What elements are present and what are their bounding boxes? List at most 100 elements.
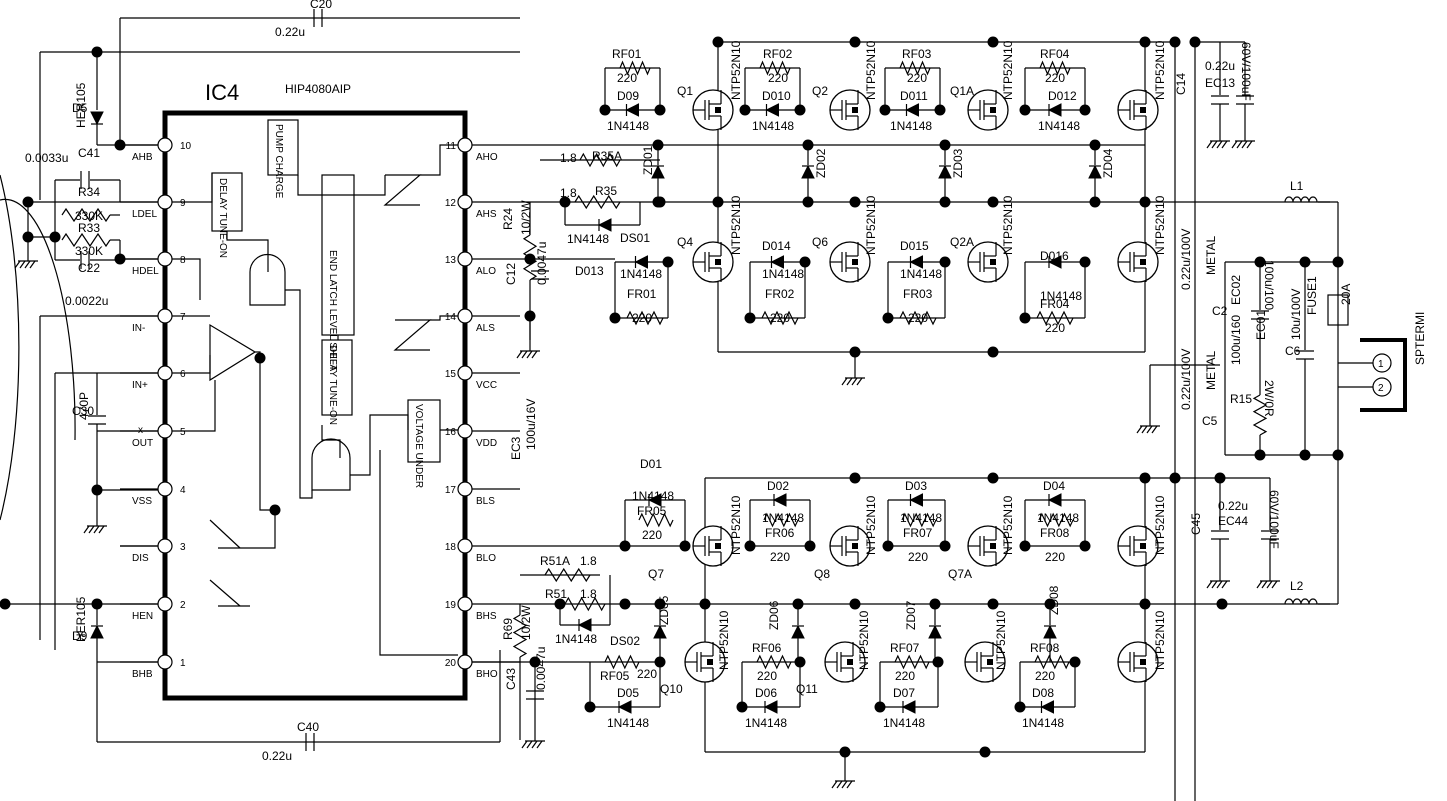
ic-pin-name: IN+ (132, 380, 148, 391)
ic-pin-name: AHO (476, 152, 498, 163)
mosfet-q-b2-1 (824, 641, 866, 683)
junction-dot (804, 540, 816, 552)
resistor-r24 (522, 234, 538, 281)
label-rf02: RF02 (763, 47, 793, 61)
junction-dot (939, 196, 951, 208)
label-c100v1: 0.22u/100V (1179, 229, 1193, 290)
label-rf06: RF06 (752, 641, 782, 655)
label-x: x (138, 425, 143, 436)
label-c40: C40 (297, 720, 319, 734)
and-gate-2 (311, 438, 351, 491)
ic-pin-number: 19 (445, 600, 457, 611)
ic-pin-number: 5 (180, 427, 186, 438)
label-r220: 220 (768, 71, 788, 85)
junction-dot (802, 196, 814, 208)
label-mos: NTP52N10 (994, 610, 1008, 670)
capacitor-c14 (1211, 95, 1229, 105)
ic-pin-number: 13 (445, 255, 457, 266)
mosfet-q-low-0 (692, 241, 734, 283)
label-fr04: FR04 (1040, 297, 1070, 311)
junction-dot (1139, 36, 1151, 48)
wires (0, 17, 1407, 801)
label-her105b: HER105 (74, 596, 88, 642)
resistor-r34 (61, 207, 111, 223)
label-r15v: 2W/0R (1262, 380, 1276, 417)
ic-pin-number: 6 (180, 369, 186, 380)
ic4-body (162, 110, 468, 701)
label-n4148: 1N4148 (1022, 716, 1064, 730)
label-ds01v: 1N4148 (567, 232, 609, 246)
label-n4148: 1N4148 (607, 119, 649, 133)
label-n4148: 1N4148 (752, 119, 794, 133)
label-mos: NTP52N10 (1153, 610, 1167, 670)
ic-pin (457, 481, 473, 497)
mosfet-q-top-2 (967, 89, 1009, 131)
block-delay-1: DELAY TUNE-ON (217, 178, 228, 258)
junction-dot (849, 196, 861, 208)
zener-zd01 (651, 164, 665, 179)
junction-dot (652, 139, 664, 151)
label-r35a: R35A (592, 149, 622, 163)
label-q7: Q7 (648, 567, 664, 581)
junction-dot (712, 36, 724, 48)
label-c12: C12 (504, 263, 518, 285)
label-n4148: 1N4148 (632, 489, 674, 503)
ic-pin (457, 194, 473, 210)
mosfet-q-b2-0 (684, 641, 726, 683)
junction-dot (979, 746, 991, 758)
label-c45: C45 (1189, 513, 1203, 535)
label-mos: NTP52N10 (1001, 195, 1015, 255)
zener-zd07 (928, 624, 942, 639)
ic-pin-name: ALS (476, 323, 495, 334)
capacitor-c22 (80, 251, 90, 269)
resistor-rf04 (1039, 60, 1071, 76)
junction-dot (1169, 36, 1181, 48)
junction-dot (529, 656, 541, 668)
ic-pin-name: VSS (132, 496, 152, 507)
junction-dot (679, 540, 691, 552)
ic-pin-number: 14 (445, 312, 457, 323)
capacitor-ec13 (1236, 95, 1254, 105)
junction-dot (849, 36, 861, 48)
label-r220: 220 (1045, 321, 1065, 335)
label-d9: D9 (72, 629, 88, 643)
label-r35v: 1.8 (560, 186, 577, 200)
ground-icon (521, 735, 545, 749)
junction-dot (1079, 256, 1091, 268)
label-mos: NTP52N10 (1153, 495, 1167, 555)
ic-pin-name: AHS (476, 209, 497, 220)
ic-pin-name: ALO (476, 266, 496, 277)
label-q8: Q8 (814, 567, 830, 581)
label-zd07: ZD07 (904, 600, 918, 630)
junction-dot (792, 598, 804, 610)
ic-pin (457, 308, 473, 324)
diode-low-3 (1047, 255, 1062, 269)
label-c6v: 10u/100V (1289, 289, 1303, 340)
label-spterm: SPTERMI (1413, 312, 1427, 365)
junction-dot (744, 540, 756, 552)
inductor-l1 (1284, 196, 1318, 203)
ic-pin (157, 538, 173, 554)
junction-dot (254, 352, 266, 364)
block-delay-2: DELAY TUNE-ON (327, 345, 338, 425)
label-c22: C22 (78, 261, 100, 275)
label-mos: NTP52N10 (1001, 40, 1015, 100)
label-fr01: FR01 (627, 287, 657, 301)
label-q1: Q1 (677, 84, 693, 98)
label-mos: NTP52N10 (864, 195, 878, 255)
ic-pin-name: HDEL (132, 266, 159, 277)
ic4-block (157, 110, 473, 701)
diode-b1-3 (1047, 493, 1062, 507)
label-r220: 220 (1035, 669, 1055, 683)
ic-pin-number: 7 (180, 312, 186, 323)
label-fr02: FR02 (765, 287, 795, 301)
label-ec3: EC3 (509, 436, 523, 460)
label-rf07: RF07 (890, 641, 920, 655)
label-c6: C6 (1285, 344, 1301, 358)
label-d05: D05 (617, 686, 639, 700)
label-c22v: 0.0022u (65, 294, 108, 308)
capacitor-c41 (80, 171, 90, 189)
mosfet-q-low-2 (967, 241, 1009, 283)
label-q2a: Q2A (950, 235, 974, 249)
junction-dot (1019, 540, 1031, 552)
